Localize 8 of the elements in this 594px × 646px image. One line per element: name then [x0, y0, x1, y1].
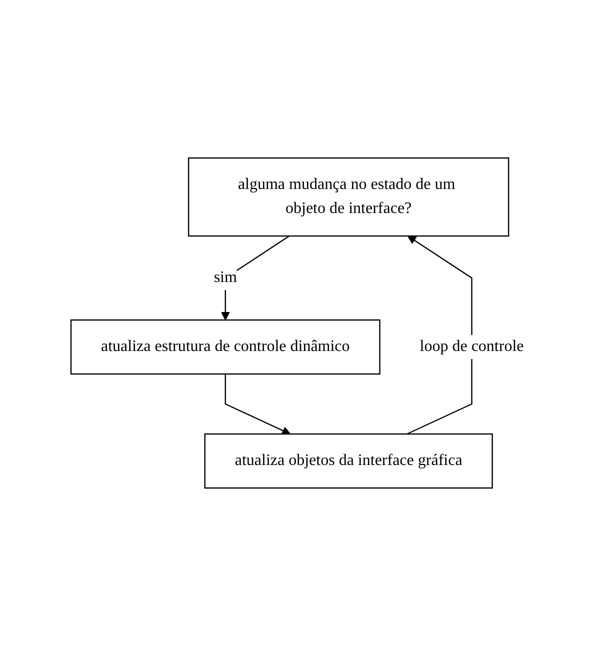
- edge-label: sim: [213, 269, 237, 286]
- arrow: [224, 374, 290, 435]
- node-box: atualiza objetos da interface gráfica: [204, 433, 493, 489]
- arrow: [406, 236, 472, 435]
- node-box: alguma mudança no estado de um objeto de interface?: [188, 157, 509, 237]
- arrow: [220, 236, 290, 320]
- node-box: atualiza estrutura de controle dinâmico: [70, 319, 380, 375]
- edge-label: loop de controle: [419, 338, 524, 355]
